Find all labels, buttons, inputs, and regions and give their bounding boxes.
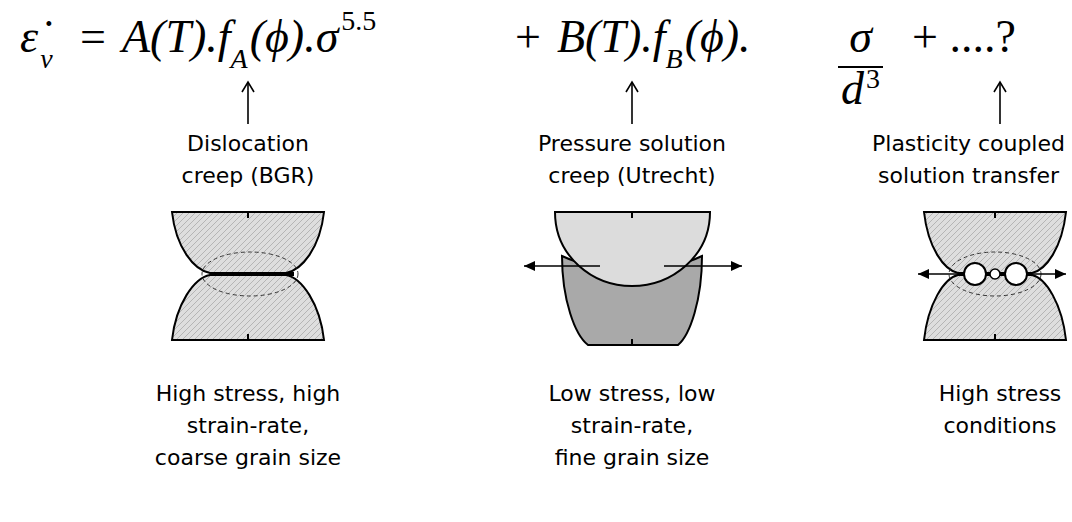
equation-term: (ϕ).σ xyxy=(250,14,339,60)
transfer-arrow xyxy=(524,265,600,267)
pore xyxy=(1005,263,1027,285)
equation-term: B(T).f xyxy=(557,14,666,60)
fraction-bar xyxy=(838,66,883,68)
grain-tick xyxy=(994,334,996,340)
mechanism-caption: Dislocation creep (BGR) xyxy=(181,128,316,192)
subscript: B xyxy=(666,45,683,73)
condition-caption: High stress, high strain-rate, coarse gr… xyxy=(154,378,343,474)
plus-sign: + xyxy=(515,14,541,60)
leader-arrow xyxy=(247,82,249,124)
leader-arrow xyxy=(631,82,633,124)
pore xyxy=(990,269,1000,279)
grain-tick xyxy=(631,212,633,218)
subscript: v xyxy=(40,45,52,73)
equation-term: (ϕ). xyxy=(685,14,751,60)
grain-tick xyxy=(247,334,249,340)
denominator: d xyxy=(841,66,864,112)
mechanism-caption: Plasticity coupled solution transfer xyxy=(871,128,1066,192)
mechanism-caption: Pressure solution creep (Utrecht) xyxy=(537,128,728,192)
grain xyxy=(555,212,710,286)
grain-tick xyxy=(994,212,996,218)
numerator: σ xyxy=(849,14,872,60)
exponent: 3 xyxy=(866,65,880,93)
contact-zone xyxy=(202,252,298,296)
condition-caption: High stress conditions xyxy=(938,378,1063,442)
transfer-arrow xyxy=(664,265,742,267)
equation-term: A(T).f xyxy=(122,14,231,60)
grain-tick xyxy=(247,212,249,218)
grain xyxy=(924,212,1066,273)
equation-continuation: + ....? xyxy=(912,14,1016,60)
leader-arrow xyxy=(999,82,1001,124)
subscript: A xyxy=(231,45,248,73)
strain-rate-symbol: ε̇ xyxy=(20,14,38,60)
equals-sign: = xyxy=(80,14,106,60)
grain xyxy=(172,275,324,340)
grain xyxy=(172,212,324,273)
grain xyxy=(924,275,1066,340)
pore xyxy=(964,263,986,285)
exponent: 5.5 xyxy=(341,7,376,35)
grain-contact xyxy=(240,272,294,276)
condition-caption: Low stress, low strain-rate, fine grain … xyxy=(548,378,717,474)
transfer-arrow xyxy=(918,273,963,275)
grain-tick xyxy=(631,339,633,345)
transfer-arrow xyxy=(1028,273,1066,275)
